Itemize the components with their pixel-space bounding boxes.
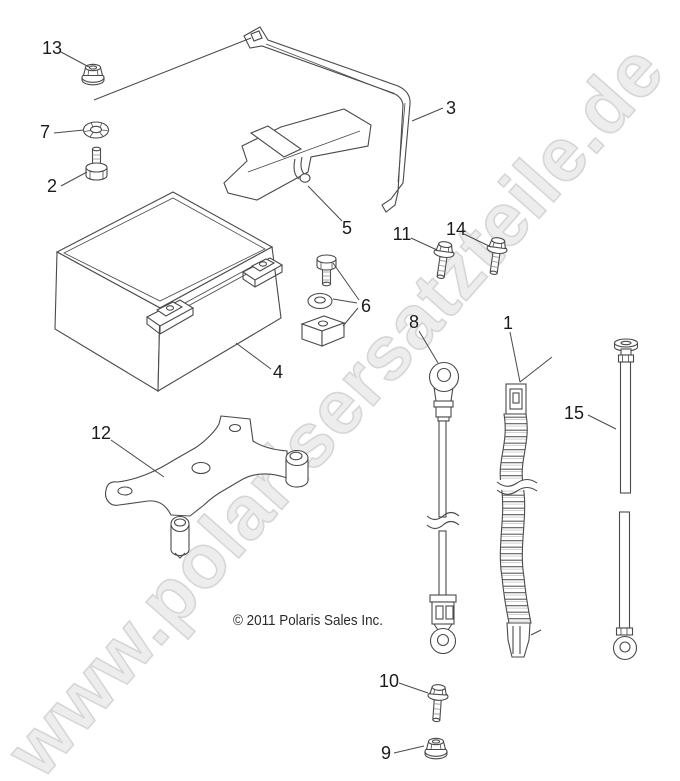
callout-label-1: 1: [503, 313, 513, 333]
corrugated-battery-cable: [496, 383, 542, 658]
leader-2: [60, 171, 88, 187]
callout-label-11: 11: [393, 224, 412, 244]
hex-bolt: [85, 146, 108, 181]
leader-10: [398, 682, 429, 694]
callout-label-14: 14: [446, 219, 466, 239]
battery-right-face: [157, 246, 282, 392]
callout-label-2: 2: [47, 176, 57, 196]
leader-9: [393, 745, 425, 754]
battery-terminal-rear: [241, 257, 284, 288]
flange-nut-part-9: [424, 737, 448, 760]
callout-label-13: 13: [42, 38, 62, 58]
flange-nut-part-13: [81, 63, 105, 86]
callout-label-15: 15: [564, 403, 584, 423]
callout-label-3: 3: [446, 98, 456, 118]
battery-cable-ring-terminal: [426, 361, 460, 655]
leader-13: [60, 51, 90, 68]
leader-4: [235, 342, 272, 370]
leader-3: [411, 107, 444, 122]
set-bolt: [316, 254, 337, 287]
leader-5: [307, 185, 343, 222]
bolt-washer-nut-set: [300, 254, 346, 347]
callout-label-12: 12: [91, 423, 111, 443]
callout-label-5: 5: [342, 218, 352, 238]
callout-label-8: 8: [409, 312, 419, 332]
cable-rod: [612, 338, 639, 661]
leader-lines: [53, 37, 617, 754]
leader-15: [587, 414, 617, 430]
bracket-right-boss: [285, 449, 309, 488]
leader-6: [332, 262, 360, 327]
assembly-line-nut-to-strap: [93, 37, 252, 101]
bracket-bottom-boss: [170, 515, 190, 559]
lock-washer: [82, 121, 110, 139]
copyright-text: © 2011 Polaris Sales Inc.: [233, 612, 383, 629]
leader-1: [509, 331, 553, 383]
set-washer: [307, 292, 333, 310]
leader-11: [410, 237, 438, 251]
callout-label-6: 6: [361, 296, 371, 316]
set-block-nut: [300, 315, 346, 347]
leader-14: [463, 233, 492, 248]
battery-terminal-front: [145, 299, 195, 335]
callout-label-4: 4: [273, 362, 283, 382]
leader-8: [418, 330, 439, 364]
callout-label-10: 10: [379, 671, 399, 691]
strap-pad-hook: [223, 108, 372, 201]
leader-12: [110, 439, 165, 478]
battery: [54, 191, 284, 392]
leader-7: [53, 129, 85, 134]
flange-bolt-part-10: [425, 683, 450, 723]
callout-labels: 1 2 3 4 5 6 7 8 9 10 11 12 13 14 15: [40, 38, 584, 763]
mounting-bracket: [105, 415, 309, 559]
callout-label-9: 9: [381, 743, 391, 763]
battery-hold-down-strap: [243, 26, 411, 213]
callout-label-7: 7: [40, 122, 50, 142]
